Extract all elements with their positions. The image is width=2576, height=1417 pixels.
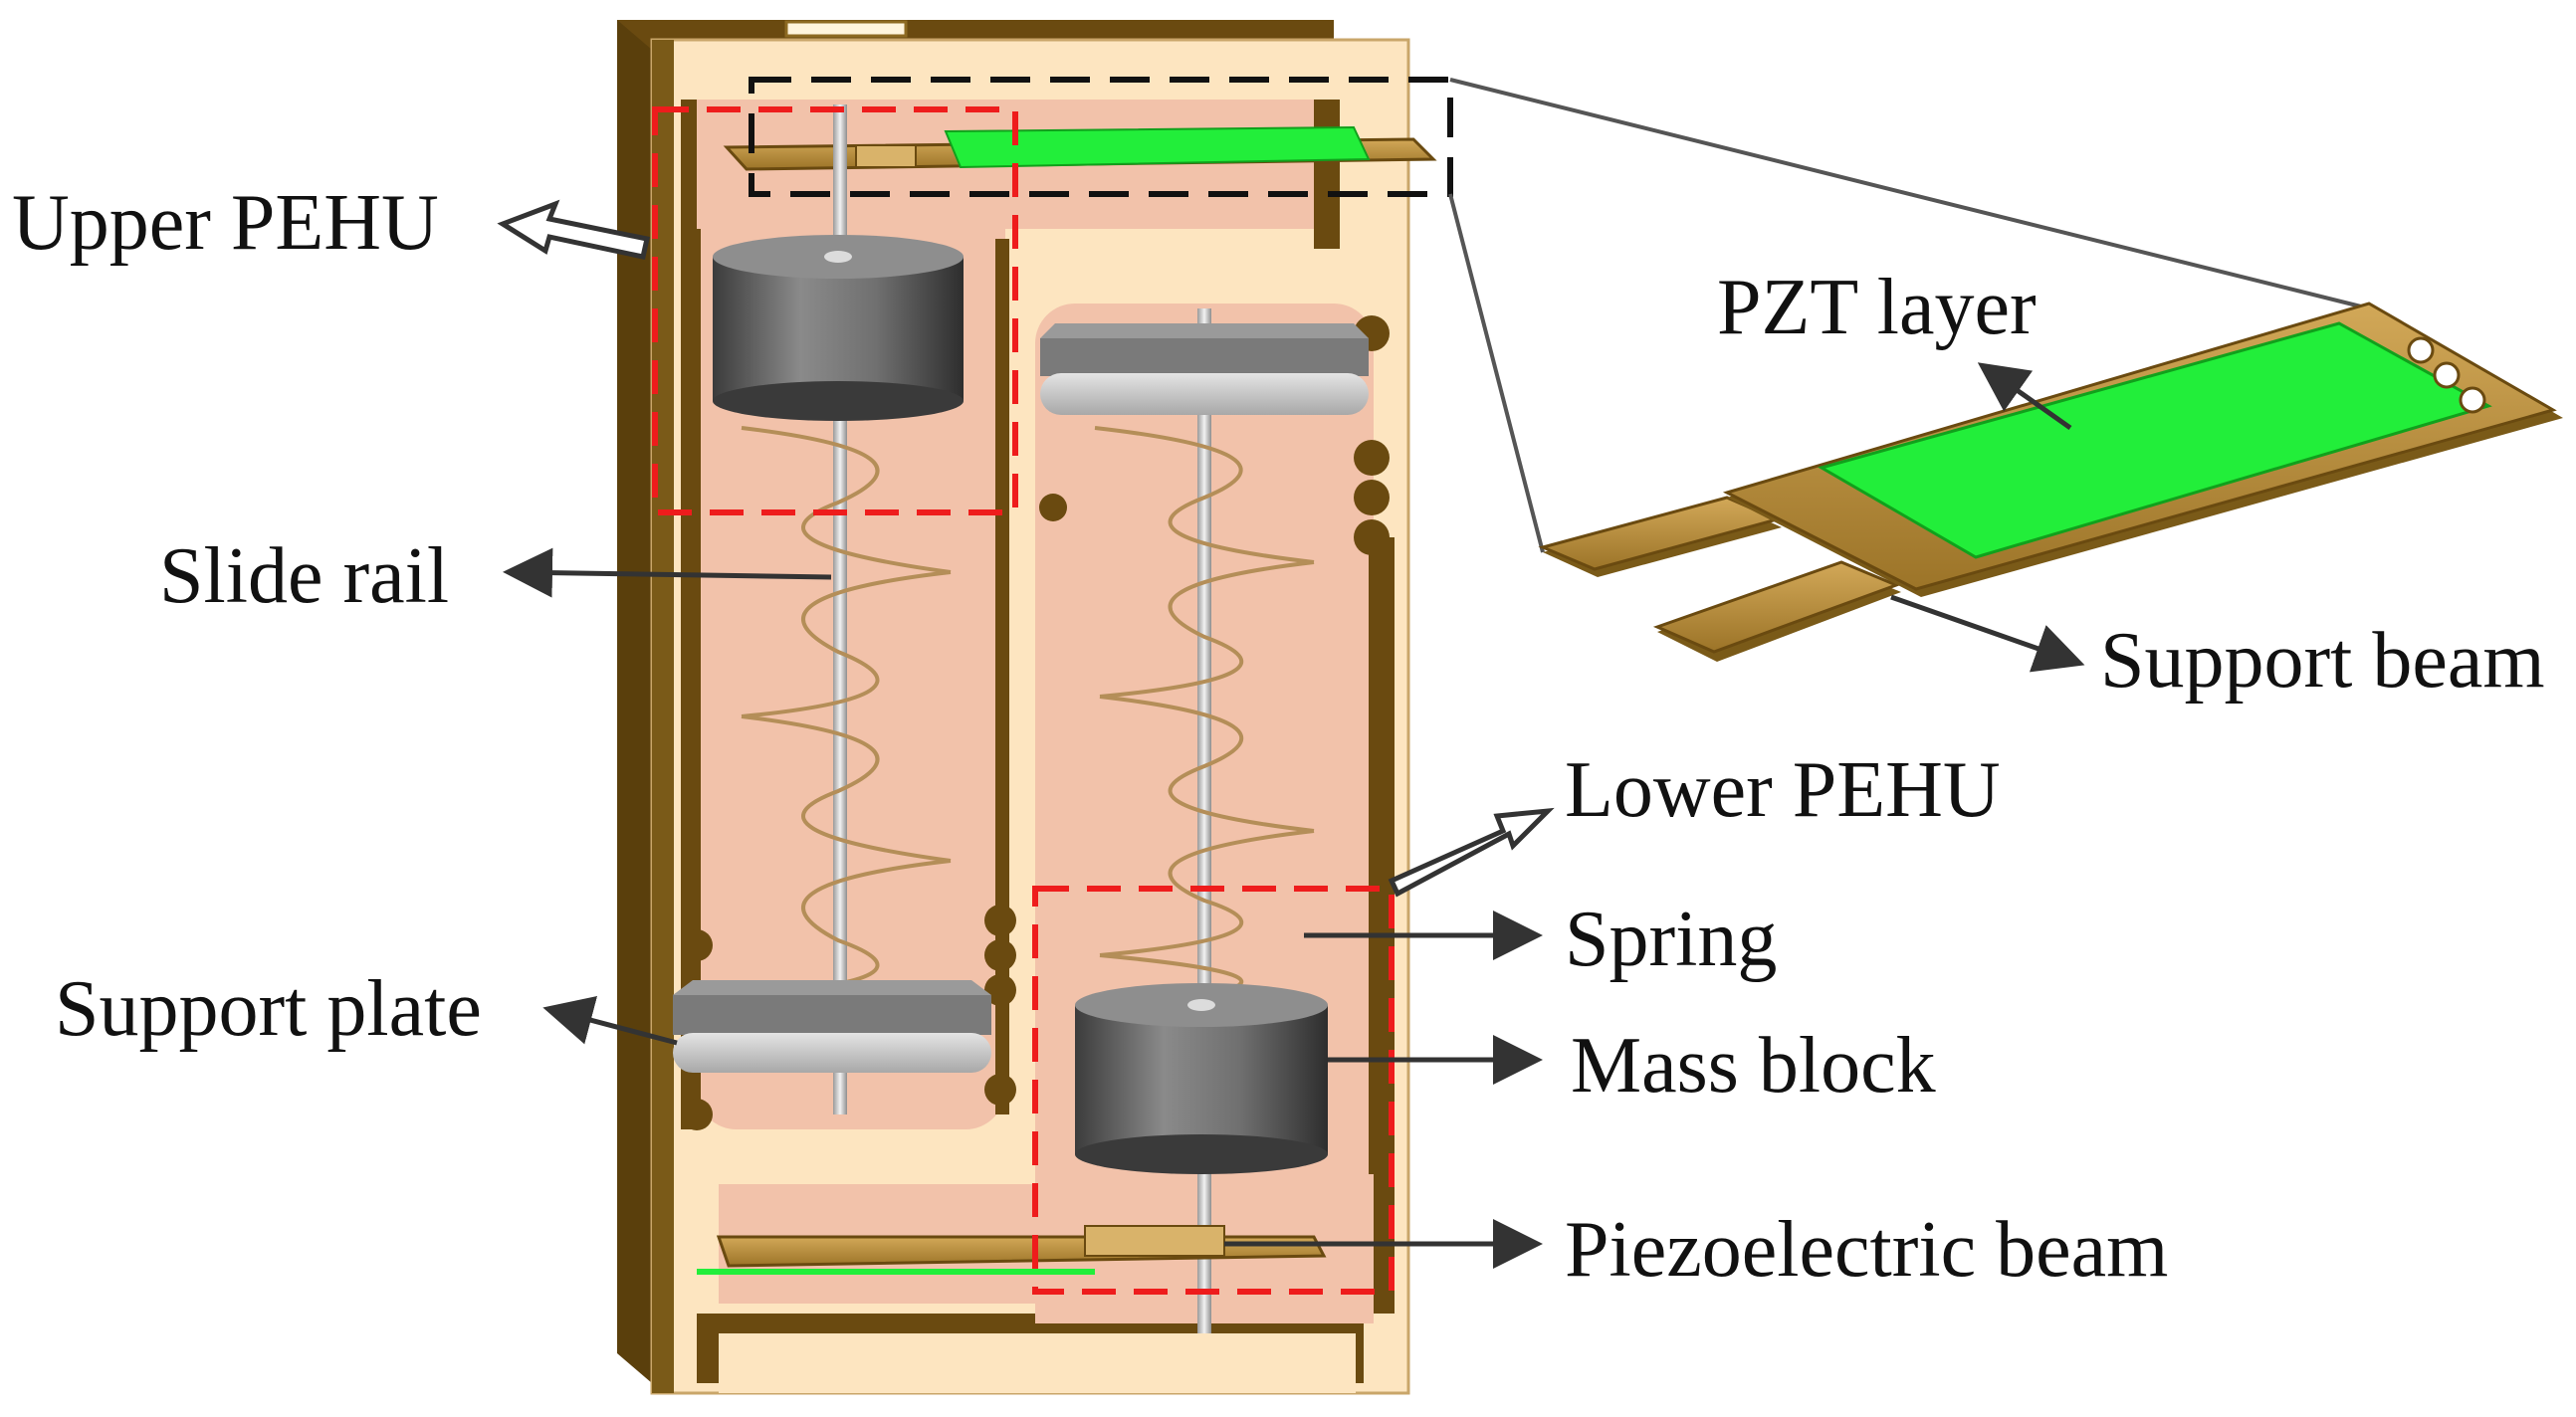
wall-notches xyxy=(681,315,1390,1130)
lower-pehu-box xyxy=(1032,886,1395,1295)
label-mass-block: Mass block xyxy=(1571,1022,1936,1110)
zoomed-beam xyxy=(1538,302,2563,662)
upper-pehu-box xyxy=(652,106,1018,515)
label-upper-pehu: Upper PEHU xyxy=(12,179,439,267)
left-spring xyxy=(741,426,952,997)
lower-piezo-beam xyxy=(697,1225,1327,1275)
upper-pehu-hollow-arrow xyxy=(497,199,650,260)
label-support-beam: Support beam xyxy=(2100,617,2545,705)
right-support-plate xyxy=(1040,323,1369,415)
left-support-plate xyxy=(673,980,991,1073)
pointer-arrows xyxy=(503,362,2085,1269)
left-mass-block xyxy=(713,235,964,421)
right-spring xyxy=(1094,426,1315,997)
label-lower-pehu: Lower PEHU xyxy=(1565,746,2001,834)
support-beam-arrow xyxy=(1890,594,2085,673)
slide-rail-arrow xyxy=(503,547,832,598)
label-support-plate: Support plate xyxy=(55,965,482,1053)
right-mass-block xyxy=(1075,983,1328,1174)
label-spring: Spring xyxy=(1565,896,1777,983)
divider-wall xyxy=(995,239,1314,1114)
right-slide-rail xyxy=(1197,308,1211,1333)
support-plate-arrow xyxy=(542,996,678,1046)
pzt-layer-arrow xyxy=(1977,362,2072,431)
zoom-source-box xyxy=(749,77,1453,197)
label-slide-rail: Slide rail xyxy=(159,532,449,620)
upper-piezo-beam xyxy=(723,125,1437,171)
zoom-line-top xyxy=(1449,78,2370,310)
zoom-line-bottom xyxy=(1448,193,1545,553)
label-pzt-layer: PZT layer xyxy=(1717,264,2037,351)
label-piezoelectric-beam: Piezoelectric beam xyxy=(1565,1206,2168,1294)
lower-pehu-hollow-arrow xyxy=(1388,807,1555,898)
